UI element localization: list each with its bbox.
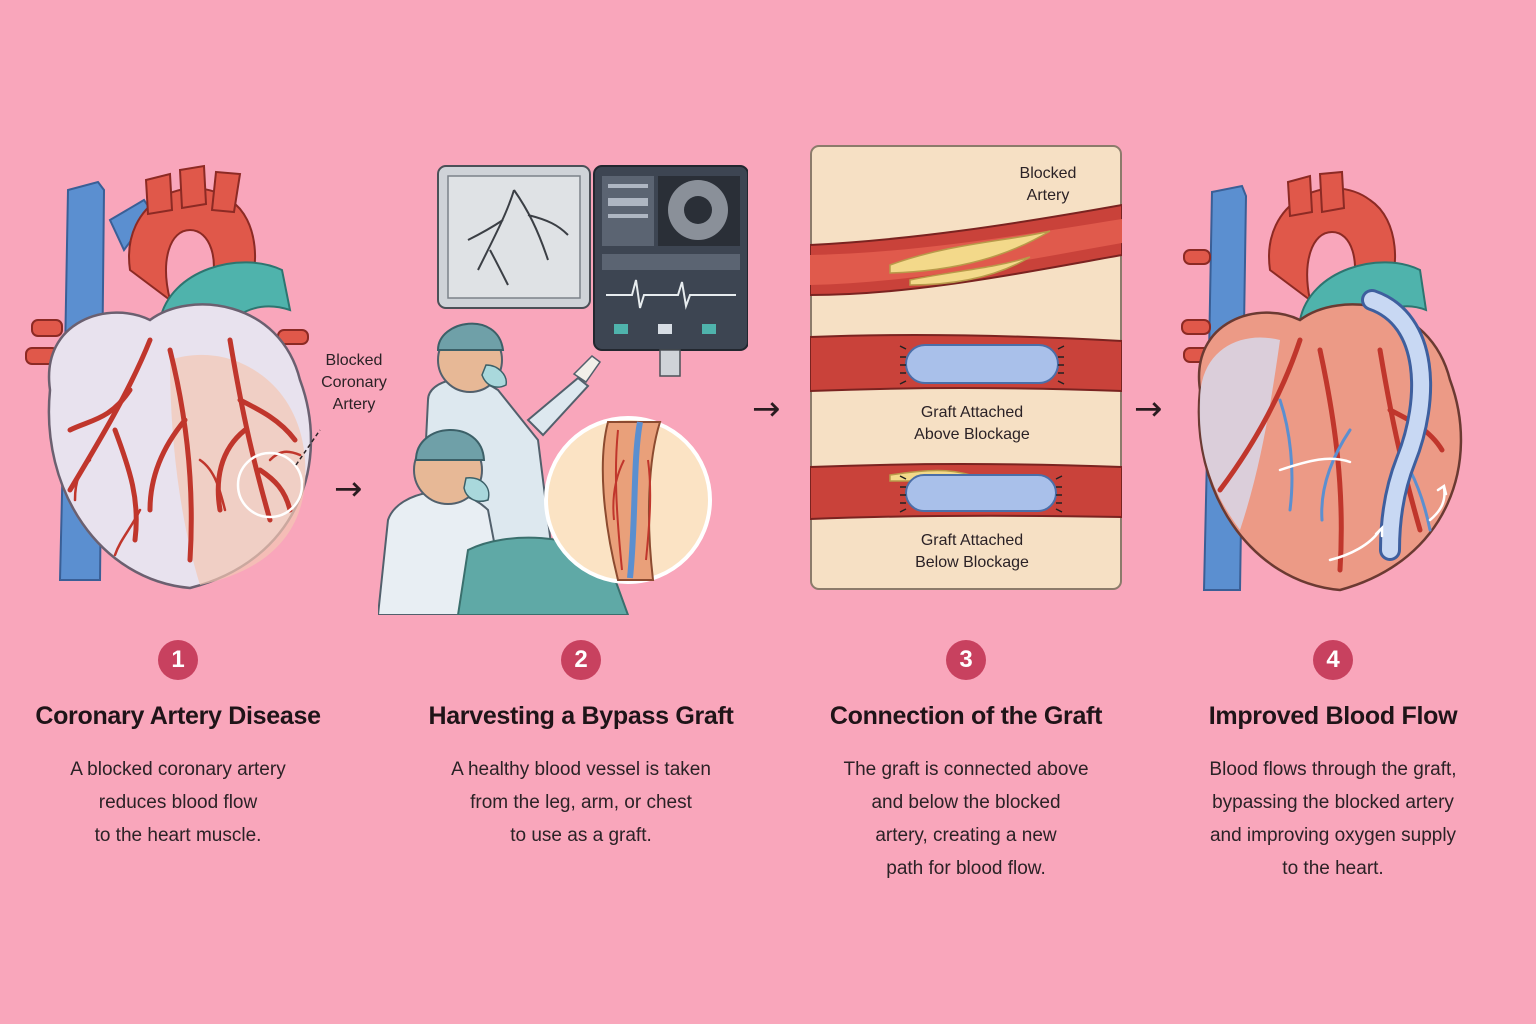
step-1-description: A blocked coronary artery reduces blood …	[70, 759, 286, 846]
step-3: 3 Connection of the Graft The graft is c…	[776, 640, 1156, 885]
step-4-title: Improved Blood Flow	[1208, 702, 1458, 730]
step-2: 2 Harvesting a Bypass Graft A healthy bl…	[391, 640, 771, 852]
graft-below-label: Graft Attached Below Blockage	[915, 532, 1029, 571]
step-3-description: The graft is connected above and below t…	[843, 759, 1089, 879]
step-2-badge: 2	[561, 640, 601, 680]
arrow-1-to-2: →	[334, 469, 363, 509]
step-3-badge: 3	[946, 640, 986, 680]
step-2-title: Harvesting a Bypass Graft	[428, 702, 734, 730]
blocked-coronary-artery-callout: Blocked Coronary Artery	[321, 352, 387, 413]
graft-connection-card	[810, 145, 1122, 590]
step-1-badge: 1	[158, 640, 198, 680]
blocked-artery-label: Blocked Artery	[1019, 165, 1077, 204]
step-3-title: Connection of the Graft	[829, 702, 1103, 730]
step-1: 1 Coronary Artery Disease A blocked coro…	[0, 640, 368, 852]
bypassed-heart-illustration	[1180, 170, 1480, 600]
surgery-illustration	[378, 160, 748, 615]
diseased-heart-illustration	[20, 160, 340, 600]
step-4-description: Blood flows through the graft, bypassing…	[1209, 759, 1457, 879]
step-1-title: Coronary Artery Disease	[35, 702, 321, 730]
step-2-description: A healthy blood vessel is taken from the…	[451, 759, 711, 846]
step-4-badge: 4	[1313, 640, 1353, 680]
graft-above-label: Graft Attached Above Blockage	[914, 404, 1030, 443]
arrow-2-to-3: →	[752, 389, 781, 429]
step-4: 4 Improved Blood Flow Blood flows throug…	[1143, 640, 1523, 885]
arrow-3-to-4: →	[1134, 389, 1163, 429]
